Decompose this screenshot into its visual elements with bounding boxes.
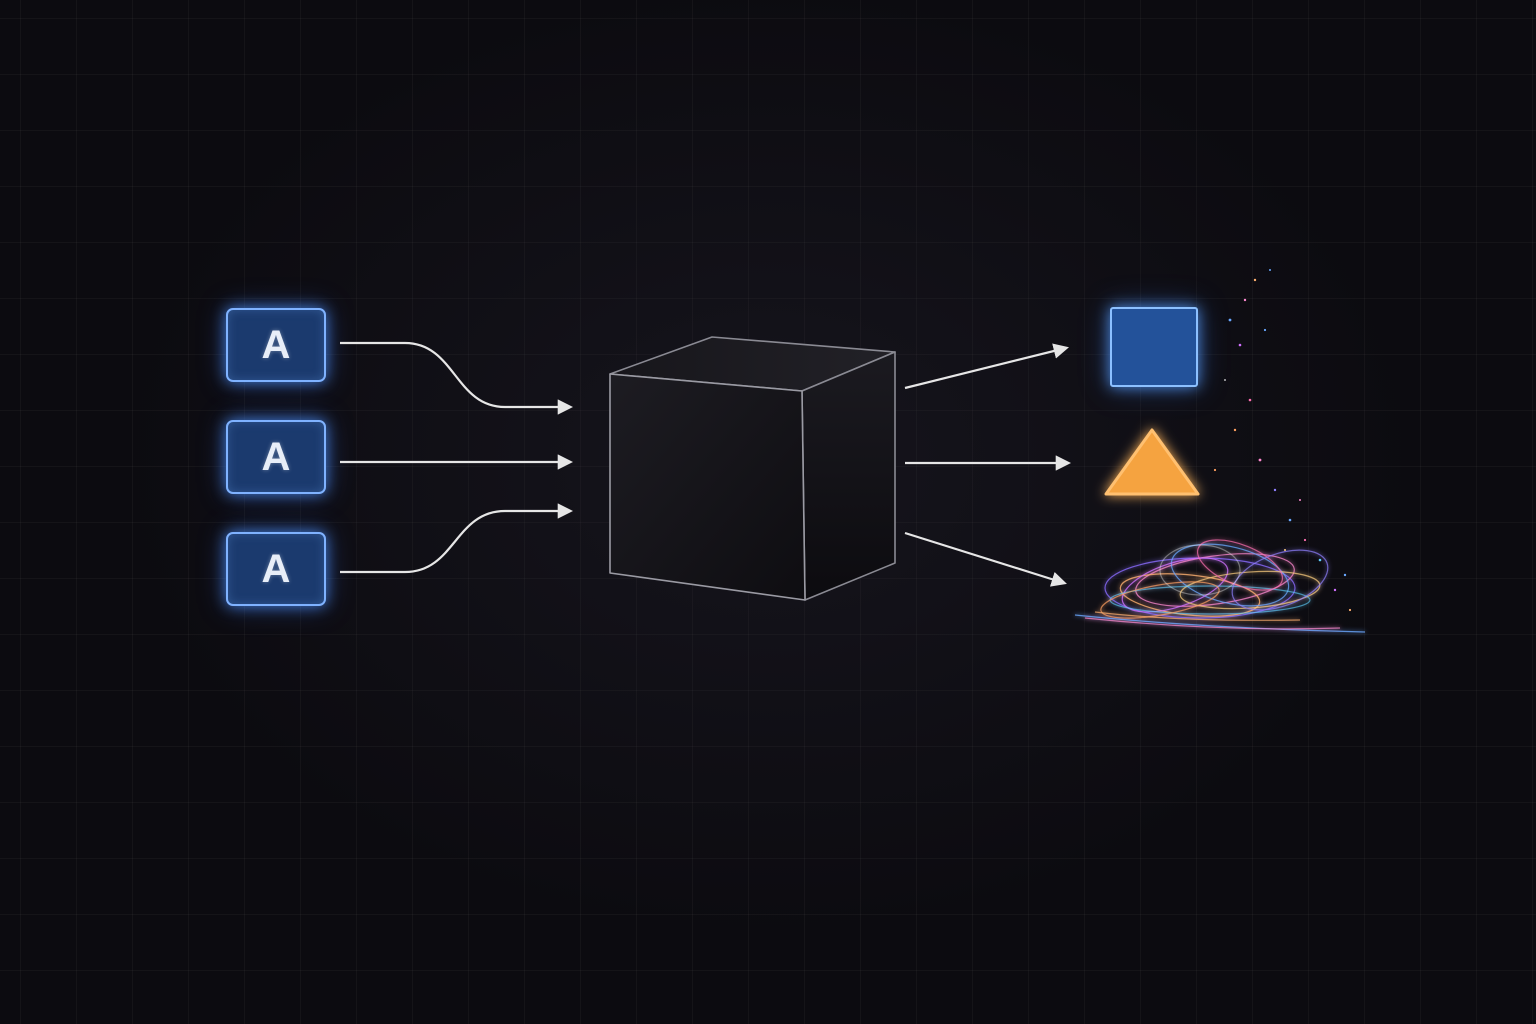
black-box-cube	[609, 336, 896, 601]
input-label: A	[261, 434, 291, 479]
input-arrow-3	[340, 503, 574, 574]
sparkle-particles	[1213, 269, 1352, 612]
output-arrow-3	[904, 531, 1067, 587]
output-triangle	[1104, 428, 1200, 496]
output-square	[1110, 307, 1198, 387]
input-box-1: A	[226, 308, 326, 382]
input-box-3: A	[226, 532, 326, 606]
input-label: A	[261, 322, 291, 367]
input-box-2: A	[226, 420, 326, 494]
output-arrow-1	[904, 343, 1069, 390]
output-tangle	[1074, 539, 1366, 633]
input-label: A	[261, 546, 291, 591]
input-arrow-1	[340, 341, 574, 415]
